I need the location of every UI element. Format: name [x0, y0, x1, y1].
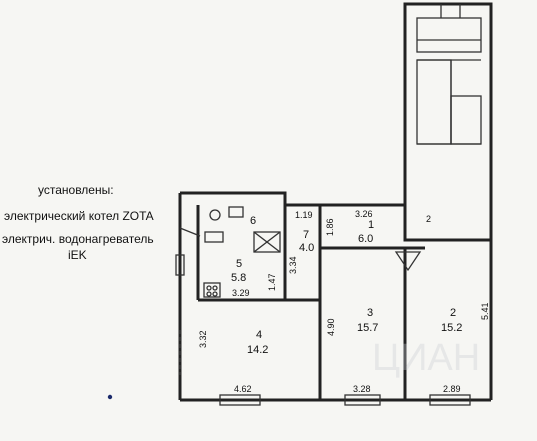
dim-3-28: 3.28 [353, 384, 371, 394]
room-3-area: 15.7 [357, 322, 378, 334]
room-2-number: 2 [450, 307, 456, 319]
dim-5-41: 5.41 [480, 302, 490, 320]
dim-3-32: 3.32 [198, 330, 208, 348]
room-1-area: 6.0 [358, 233, 373, 245]
dim-2: 2 [426, 214, 431, 224]
dim-3-34: 3.34 [288, 256, 298, 274]
room-5-area: 5.8 [231, 272, 246, 284]
note-boiler: электрический котел ZOTA [4, 209, 154, 223]
dim-3-26: 3.26 [355, 209, 373, 219]
dim-1-86: 1.86 [325, 218, 335, 236]
stairwell [403, 2, 493, 242]
room-6-number: 6 [250, 215, 256, 227]
note-leader-line [179, 227, 201, 237]
dim-2-89: 2.89 [443, 384, 461, 394]
room-1-number: 1 [368, 219, 374, 231]
room-7-number: 7 [303, 229, 309, 241]
room-7-area: 4.0 [299, 242, 314, 254]
dim-1-19: 1.19 [295, 210, 313, 220]
room-4-number: 4 [256, 329, 262, 341]
note-water-heater: электрич. водонагреватель [2, 232, 154, 246]
note-title: установлены: [38, 183, 114, 197]
room-4-area: 14.2 [247, 344, 268, 356]
watermark: ЦИАН [372, 337, 480, 379]
room-3-number: 3 [367, 307, 373, 319]
dim-4-90: 4.90 [326, 318, 336, 336]
dim-1-47: 1.47 [267, 273, 277, 291]
room-5-number: 5 [236, 258, 242, 270]
apartment-walls [175, 191, 493, 406]
dim-4-62: 4.62 [234, 384, 252, 394]
dim-3-29: 3.29 [232, 288, 250, 298]
room-2-area: 15.2 [441, 322, 462, 334]
ink-dot [107, 394, 113, 400]
note-water-heater-brand: iEK [68, 248, 87, 262]
